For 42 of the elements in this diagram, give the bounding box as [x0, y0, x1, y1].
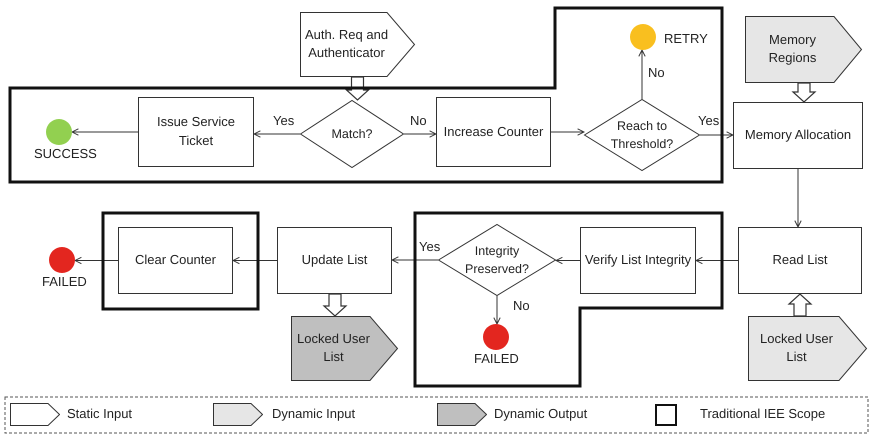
arrow	[550, 128, 584, 136]
arrow	[696, 256, 738, 264]
status-label: RETRY	[664, 31, 708, 46]
input-label: Locked User List	[296, 330, 371, 366]
arrow	[404, 130, 436, 138]
process-box: Update List	[277, 227, 392, 294]
arrow	[556, 256, 580, 264]
end-state-circle	[49, 247, 75, 273]
legend-label: Traditional IEE Scope	[700, 406, 826, 421]
input-label: Memory Regions	[768, 30, 818, 68]
block-arrow	[322, 293, 348, 317]
end-state-circle	[483, 324, 509, 350]
legend-label: Static Input	[67, 406, 132, 421]
process-box: Verify List Integrity	[580, 227, 696, 294]
block-arrow	[787, 293, 813, 317]
process-box: Clear Counter	[118, 227, 233, 294]
end-state-circle	[46, 119, 72, 145]
decision-label: Match?	[330, 126, 374, 143]
legend-label: Dynamic Output	[494, 406, 588, 421]
arrow	[493, 296, 501, 324]
legend-label: Dynamic Input	[272, 406, 356, 421]
arrow	[254, 130, 300, 138]
process-box: Issue Service Ticket	[138, 97, 254, 167]
input-label: Auth. Req and Authenticator	[304, 26, 389, 62]
arrow	[794, 168, 802, 228]
arrow	[74, 256, 118, 264]
arrow	[232, 256, 278, 264]
end-state-circle	[630, 24, 656, 50]
status-label: FAILED	[42, 274, 87, 289]
arrow	[72, 128, 138, 136]
decision-label: Integrity Preserved?	[464, 242, 530, 278]
status-label: SUCCESS	[34, 146, 97, 161]
arrow	[638, 50, 646, 100]
process-box: Increase Counter	[436, 97, 551, 167]
process-box: Read List	[738, 227, 862, 294]
decision-label: Reach to Threshold?	[610, 118, 674, 153]
arrow	[700, 131, 734, 139]
process-box: Memory Allocation	[733, 102, 863, 169]
arrow	[392, 256, 438, 264]
input-label: Locked User List	[759, 330, 834, 366]
status-label: FAILED	[474, 351, 519, 366]
block-arrow	[791, 82, 817, 103]
